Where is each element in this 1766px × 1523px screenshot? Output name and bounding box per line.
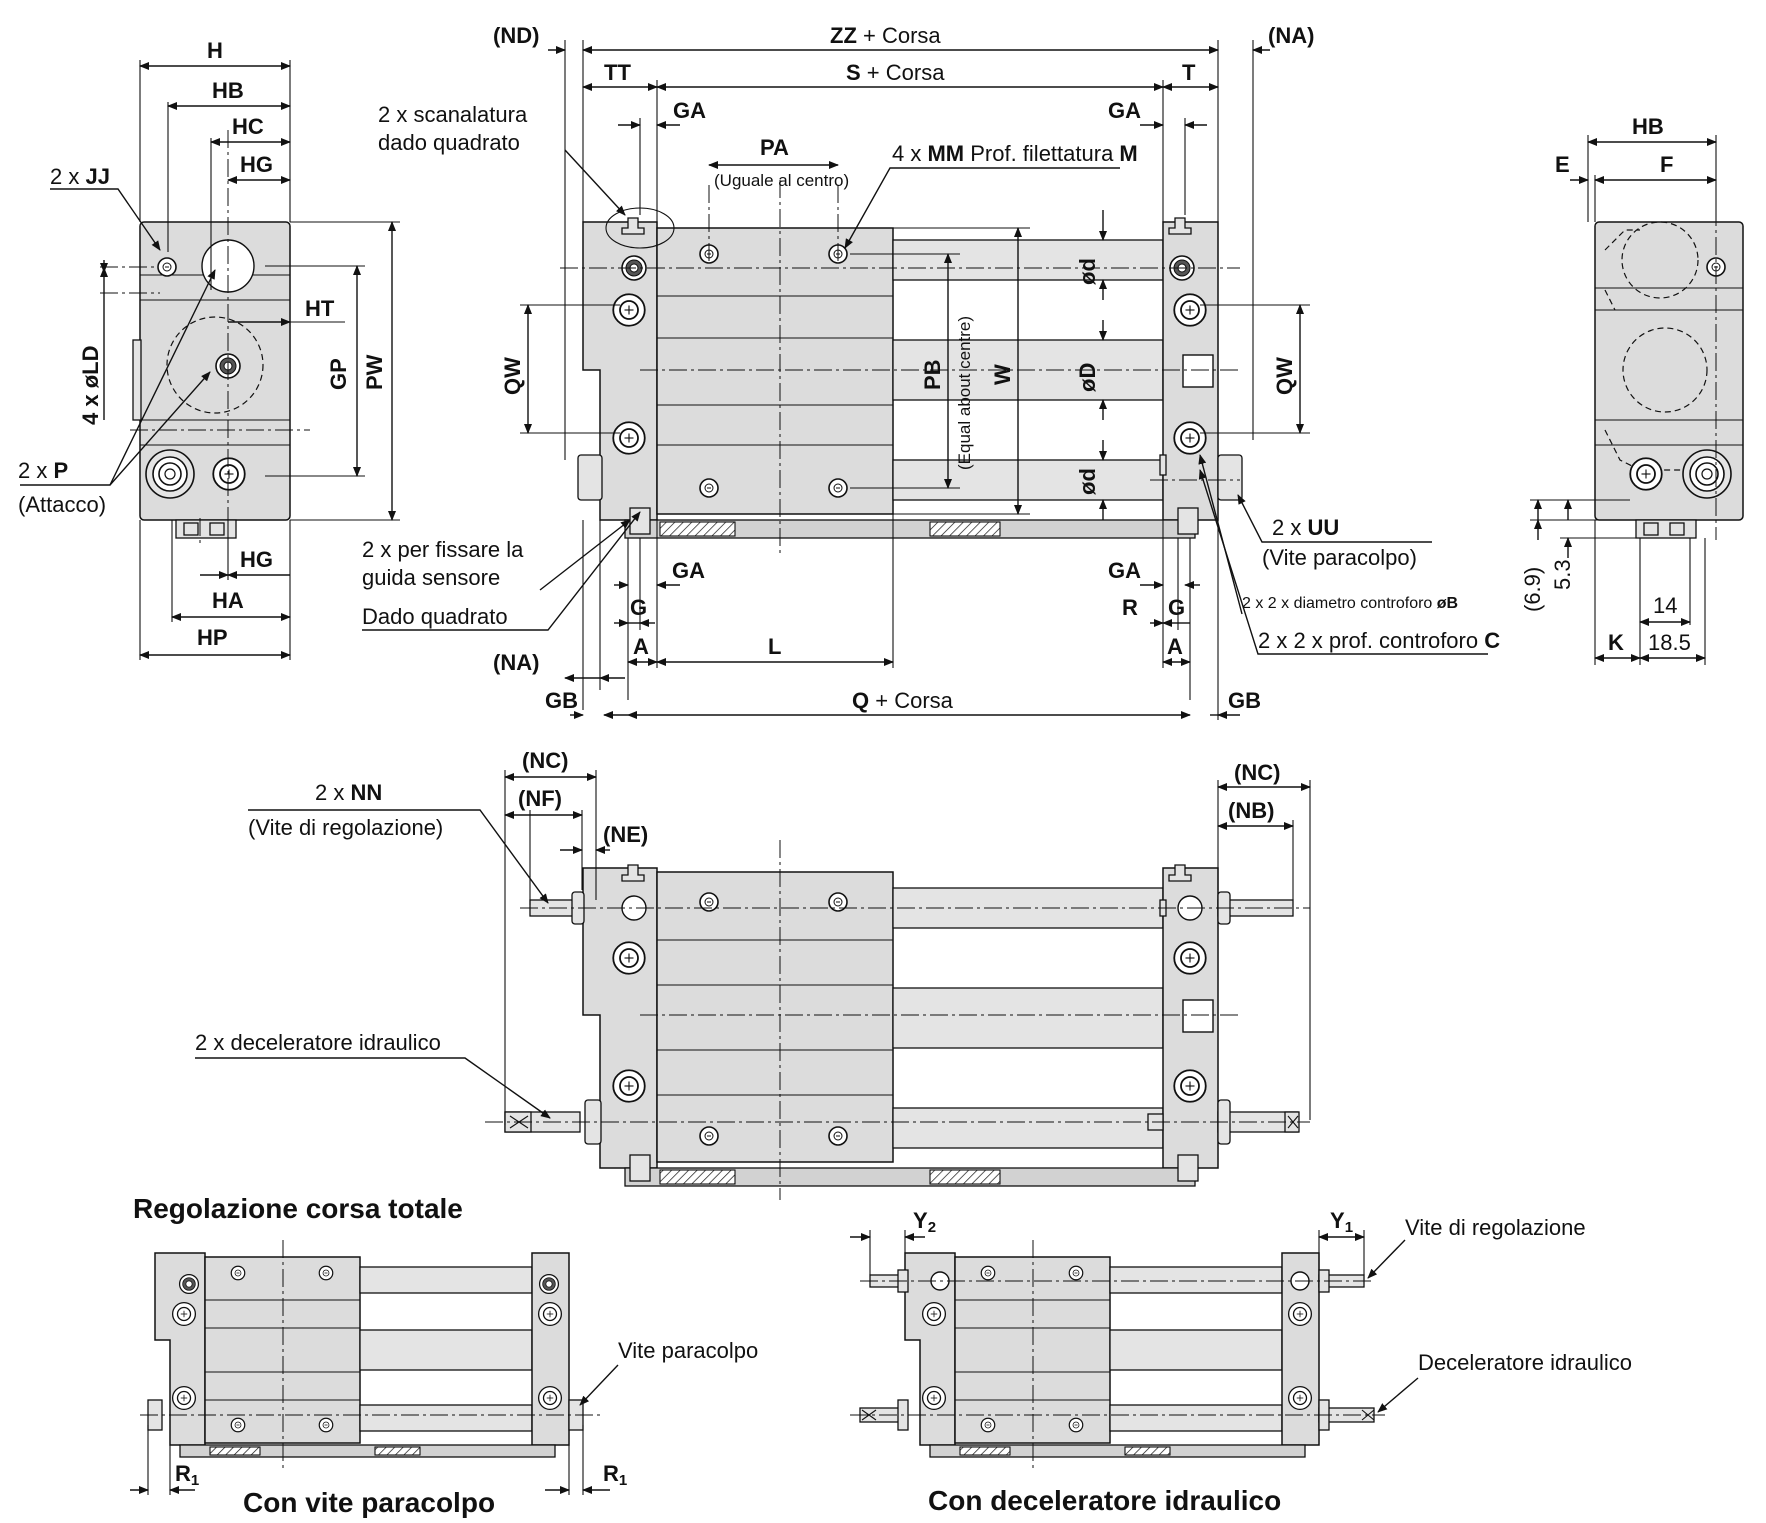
dim-D: øD (1075, 363, 1100, 392)
dim-d-bottom: ød (1075, 468, 1100, 495)
dim-d-top: ød (1075, 258, 1100, 285)
dim-QW-right: QW (1272, 357, 1297, 395)
dim-5-3: 5.3 (1550, 559, 1575, 590)
dim-L: L (768, 634, 781, 659)
left-end-view: H HB HC HG 2 x JJ 4 x øLD HT GP PW 2 x P… (18, 38, 400, 660)
dim-18-5: 18.5 (1648, 630, 1691, 655)
dim-LD: 4 x øLD (78, 346, 103, 425)
callout-vite-paracolpo: Vite paracolpo (618, 1338, 758, 1363)
dim-ND: (ND) (493, 23, 539, 48)
callout-nn-note: (Vite di regolazione) (248, 815, 443, 840)
dim-Y1: Y1 (1330, 1208, 1353, 1236)
dim-NA-top: (NA) (1268, 23, 1314, 48)
body-block (656, 227, 894, 515)
dim-NC-left: (NC) (522, 748, 568, 773)
callout-decel: 2 x deceleratore idraulico (195, 1030, 441, 1055)
dim-T: T (1182, 60, 1196, 85)
callout-sensor-2: guida sensore (362, 565, 500, 590)
bottom-right-view: Y2 Y1 Vite di regolazione Deceleratore i… (850, 1208, 1632, 1516)
dim-F: F (1660, 152, 1673, 177)
heading-full-stroke: Regolazione corsa totale (133, 1193, 463, 1224)
dim-GB-right: GB (1228, 688, 1261, 713)
callout-uu-note: (Vite paracolpo) (1262, 545, 1417, 570)
dim-G-left: G (630, 595, 647, 620)
right-end-view: HB E F (6.9) 5.3 14 K 18.5 (1520, 114, 1744, 665)
dim-ZZ: ZZ + Corsa (830, 23, 941, 48)
dim-HC: HC (232, 114, 264, 139)
title-con-deceleratore: Con deceleratore idraulico (928, 1485, 1281, 1516)
dim-PW: PW (362, 354, 387, 390)
dim-14: 14 (1653, 593, 1677, 618)
callout-square-nut: Dado quadrato (362, 604, 508, 629)
title-con-vite-paracolpo: Con vite paracolpo (243, 1487, 495, 1518)
dim-K: K (1608, 630, 1624, 655)
dim-GA-top-right: GA (1108, 98, 1141, 123)
dim-PA: PA (760, 135, 789, 160)
dim-PA-note: (Uguale al centro) (714, 171, 849, 190)
dim-Q: Q + Corsa (852, 688, 954, 713)
dim-PB: PB (920, 359, 945, 390)
dim-GA-top-left: GA (673, 98, 706, 123)
front-view: (ND) ZZ + Corsa (NA) TT S + Corsa T GA G… (362, 23, 1500, 720)
dim-NF: (NF) (518, 786, 562, 811)
dim-HA: HA (212, 588, 244, 613)
dim-W: W (990, 364, 1015, 385)
callout-nn: 2 x NN (315, 780, 382, 805)
dim-NA-bottom: (NA) (493, 650, 539, 675)
dim-H: H (207, 38, 223, 63)
callout-deceleratore: Deceleratore idraulico (1418, 1350, 1632, 1375)
dim-HT: HT (305, 296, 335, 321)
callout-p-note: (Attacco) (18, 492, 106, 517)
callout-groove-2: dado quadrato (378, 130, 520, 155)
middle-view: (NC) (NF) (NE) 2 x NN (Vite di regolazio… (195, 748, 1311, 1200)
dim-E: E (1555, 152, 1570, 177)
dim-NC-right: (NC) (1234, 760, 1280, 785)
dim-A-right: A (1167, 634, 1183, 659)
dim-HG-top: HG (240, 152, 273, 177)
callout-groove-1: 2 x scanalatura (378, 102, 528, 127)
callout-uu: 2 x UU (1272, 515, 1339, 540)
dim-6-9: (6.9) (1520, 567, 1545, 612)
bottom-left-view: Regolazione corsa totale R1 (130, 1193, 758, 1518)
dim-HP: HP (197, 625, 228, 650)
dim-QW-left: QW (500, 357, 525, 395)
callout-sensor-1: 2 x per fissare la (362, 537, 524, 562)
dim-GP: GP (326, 358, 351, 390)
dim-R1-right: R1 (603, 1461, 627, 1489)
callout-vite-regolazione: Vite di regolazione (1405, 1215, 1586, 1240)
dim-G-right: G (1168, 595, 1185, 620)
dim-NE: (NE) (603, 822, 648, 847)
dim-HG-bottom: HG (240, 547, 273, 572)
callout-jj: 2 x JJ (50, 164, 110, 189)
callout-mm: 4 x MM Prof. filettatura M (892, 141, 1138, 166)
dim-NB: (NB) (1228, 798, 1274, 823)
dim-PB-note: (Equal about centre) (955, 316, 974, 470)
dim-S: S + Corsa (846, 60, 945, 85)
callout-cb-diam: 2 x 2 x diametro controforo øB (1242, 595, 1458, 612)
callout-cb-depth: 2 x 2 x prof. controforo C (1258, 628, 1500, 653)
dim-R1-left: R1 (175, 1461, 199, 1489)
dim-A-left: A (633, 634, 649, 659)
dim-GA-bottom-left: GA (672, 558, 705, 583)
dim-R: R (1122, 595, 1138, 620)
dim-GB-left: GB (545, 688, 578, 713)
dim-HB: HB (212, 78, 244, 103)
dim-GA-bottom-right: GA (1108, 558, 1141, 583)
callout-p: 2 x P (18, 458, 68, 483)
dim-TT: TT (604, 60, 631, 85)
dim-Y2: Y2 (913, 1208, 936, 1236)
dim-HB-right: HB (1632, 114, 1664, 139)
